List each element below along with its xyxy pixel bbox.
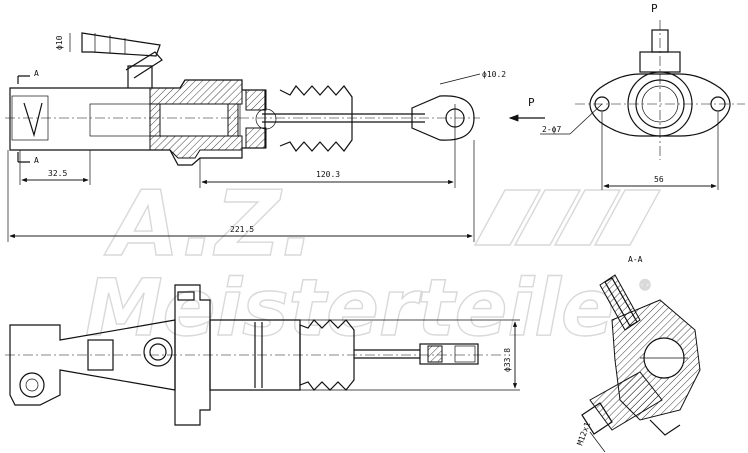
overall-length-label: 221.5 [230, 225, 254, 234]
thread-callout-label: M12x1 [575, 421, 592, 447]
watermark-brand: Meisterteile [85, 264, 614, 354]
rod-length-label: 120.3 [316, 170, 340, 179]
body-diameter-label: ϕ33.8 [503, 348, 512, 372]
view-arrow-label: P [528, 96, 535, 109]
hole-callout-label: 2-ϕ7 [542, 125, 561, 134]
section-a-a-view: A-A M12x1 [575, 255, 701, 453]
watermark-initials: A.Z. [104, 172, 315, 277]
bore-offset-label: 32.5 [48, 169, 67, 178]
watermark-registered: ® [638, 278, 652, 294]
section-mark-top: A [34, 69, 39, 78]
inlet-diameter-label: ϕ10 [55, 35, 64, 50]
section-mark-bottom: A [34, 156, 39, 165]
side-section-view: A A ϕ10 ϕ10.2 32.5 120.3 221.5 [5, 32, 506, 242]
view-title: P [651, 2, 658, 15]
section-title: A-A [628, 255, 643, 264]
plan-view: ϕ33.8 [5, 284, 520, 426]
watermark: A.Z. Meisterteile ® [84, 171, 662, 355]
eye-diameter-label: ϕ10.2 [482, 70, 506, 79]
watermark-stripes [473, 189, 662, 246]
end-view-p: P P 2-ϕ7 56 [508, 2, 745, 190]
flange-width-label: 56 [654, 175, 664, 184]
